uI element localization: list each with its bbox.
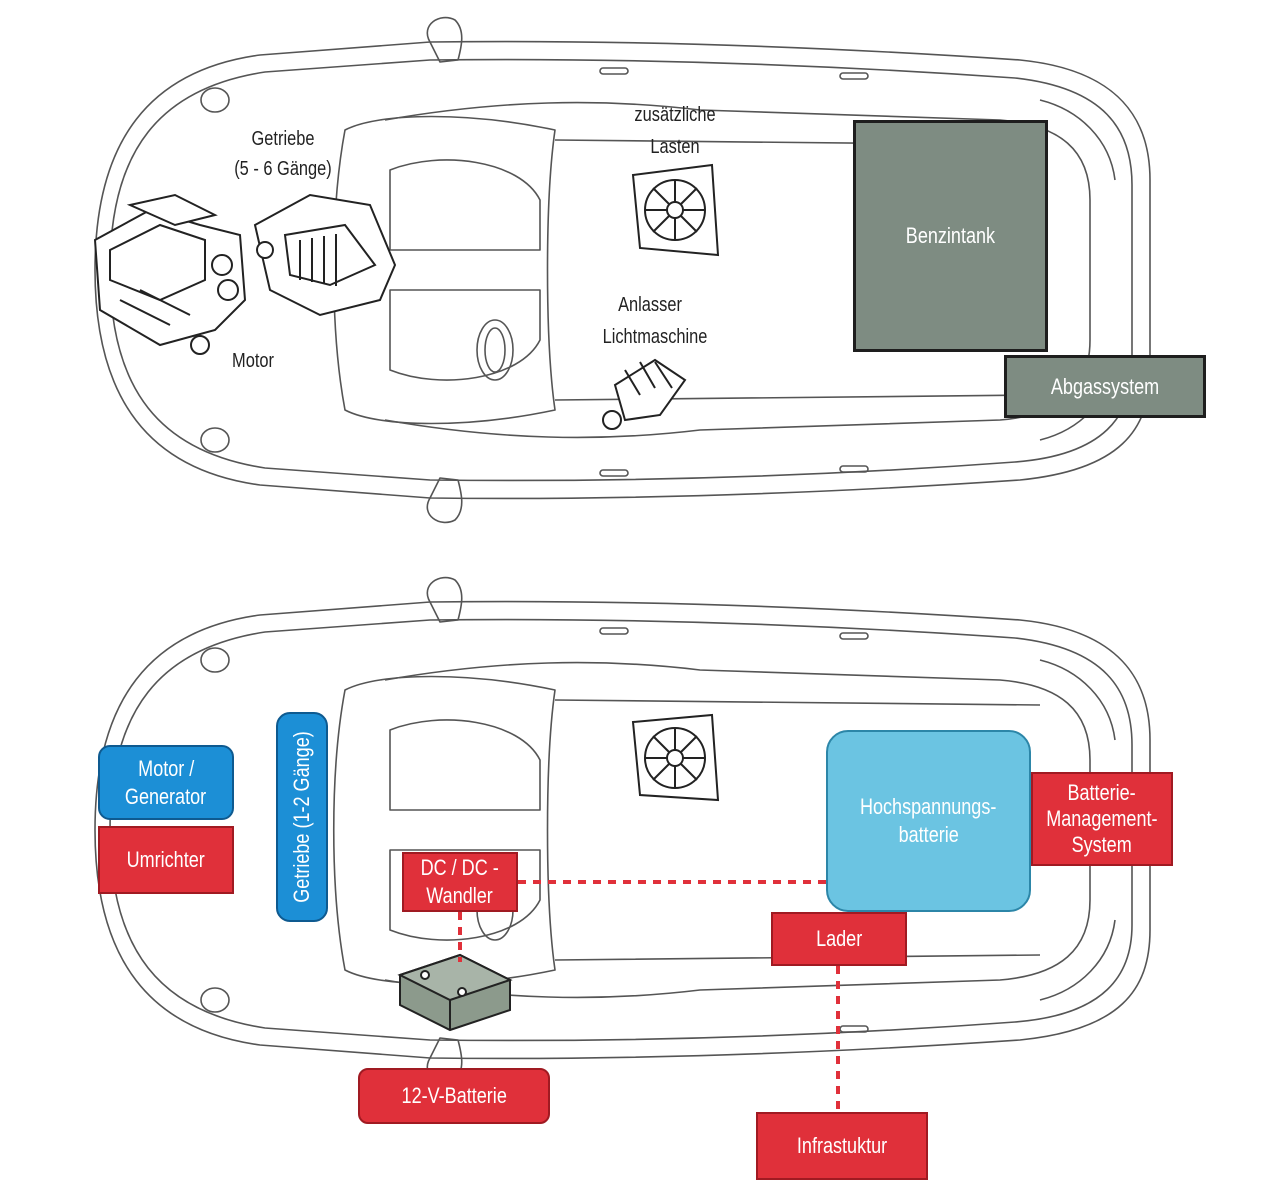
getriebe-vertical-label: Getriebe (1-2 Gänge): [289, 731, 314, 903]
battery-12v-drawing: [397, 953, 513, 1032]
label-getriebe: Getriebe: [251, 128, 315, 150]
box-benzintank: Benzintank: [853, 120, 1048, 352]
fan-drawing-bottom: [631, 713, 720, 802]
gearbox-drawing: [253, 193, 397, 317]
lader-label: Lader: [815, 926, 863, 951]
fan-drawing-top: [631, 163, 720, 257]
engine-drawing: [93, 193, 247, 355]
abgassystem-label: Abgassystem: [1050, 373, 1160, 399]
label-lasten: Lasten: [650, 136, 700, 158]
box-12v-batterie: 12-V-Batterie: [358, 1068, 550, 1124]
bms-line3: System: [1071, 832, 1133, 857]
box-batterie-management-system: Batterie- Management- System: [1031, 772, 1173, 866]
infrastuktur-label: Infrastuktur: [796, 1133, 888, 1158]
box-umrichter: Umrichter: [98, 826, 234, 894]
motor-generator-line1: Motor /: [137, 755, 195, 781]
box-lader: Lader: [771, 912, 907, 966]
dcdc-line1: DC / DC -: [420, 855, 500, 880]
box-getriebe-vertical: Getriebe (1-2 Gänge): [276, 712, 328, 922]
label-lichtmaschine: Lichtmaschine: [602, 326, 708, 348]
hochspannung-line1: Hochspannungs-: [860, 794, 997, 819]
bms-line2: Management-: [1046, 806, 1158, 831]
box-infrastuktur: Infrastuktur: [756, 1112, 928, 1180]
umrichter-label: Umrichter: [126, 847, 206, 872]
box-hochspannungsbatterie: Hochspannungs- batterie: [826, 730, 1031, 912]
benzintank-label: Benzintank: [905, 223, 996, 248]
label-anlasser: Anlasser: [618, 294, 682, 316]
batterie12v-label: 12-V-Batterie: [401, 1083, 507, 1108]
label-zusaetzliche: zusätzliche: [634, 104, 716, 126]
box-motor-generator: Motor / Generator: [98, 745, 234, 820]
dcdc-line2: Wandler: [426, 883, 494, 908]
box-dcdc-wandler: DC / DC - Wandler: [402, 852, 518, 912]
connection-lines: [458, 880, 840, 1112]
box-abgassystem: Abgassystem: [1004, 355, 1206, 418]
starter-drawing: [602, 358, 687, 430]
label-getriebe-gaenge: (5 - 6 Gänge): [234, 158, 332, 180]
hochspannung-line2: batterie: [898, 822, 959, 847]
bms-line1: Batterie-: [1067, 780, 1137, 805]
motor-generator-line2: Generator: [125, 783, 207, 809]
label-motor: Motor: [232, 350, 274, 372]
